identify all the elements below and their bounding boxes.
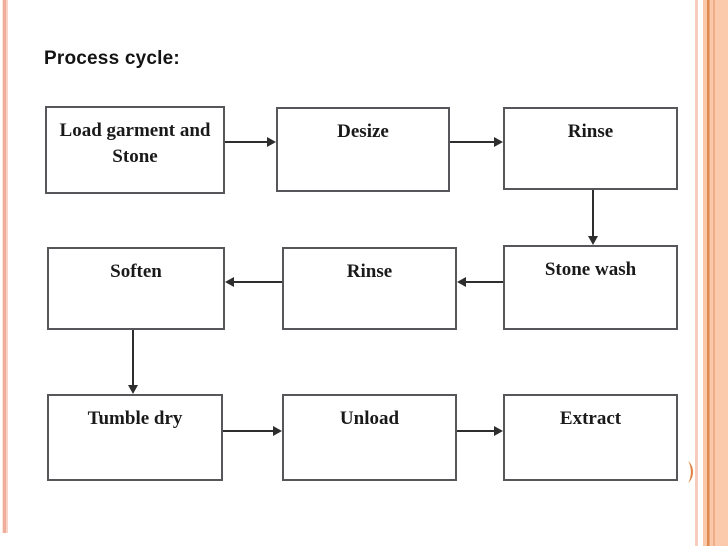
arrow-rinse-to-soften [225, 277, 282, 287]
flowchart-node-load-garment-and-stone: Load garment and Stone [45, 106, 225, 194]
flowchart-node-rinse-top: Rinse [503, 107, 678, 190]
flowchart-node-soften: Soften [47, 247, 225, 330]
left-border-stripe [2, 0, 8, 533]
arrow-stone-wash-to-rinse [457, 277, 503, 287]
arrow-desize-to-rinse [450, 137, 503, 147]
right-border-stripe [695, 0, 728, 546]
arrow-soften-to-tumble-dry [128, 330, 138, 394]
arrow-unload-to-extract [457, 426, 503, 436]
flowchart-node-tumble-dry: Tumble dry [47, 394, 223, 481]
arrow-tumble-dry-to-unload [223, 426, 282, 436]
arrow-load-to-desize [225, 137, 276, 147]
slide-title: Process cycle: [44, 48, 180, 69]
flowchart-node-stone-wash: Stone wash [503, 245, 678, 330]
flowchart-node-unload: Unload [282, 394, 457, 481]
flowchart-node-desize: Desize [276, 107, 450, 192]
orange-leaf-decoration-icon [688, 461, 693, 483]
flowchart-node-rinse-middle: Rinse [282, 247, 457, 330]
flowchart-node-extract: Extract [503, 394, 678, 481]
arrow-rinse-to-stone-wash [588, 190, 598, 245]
